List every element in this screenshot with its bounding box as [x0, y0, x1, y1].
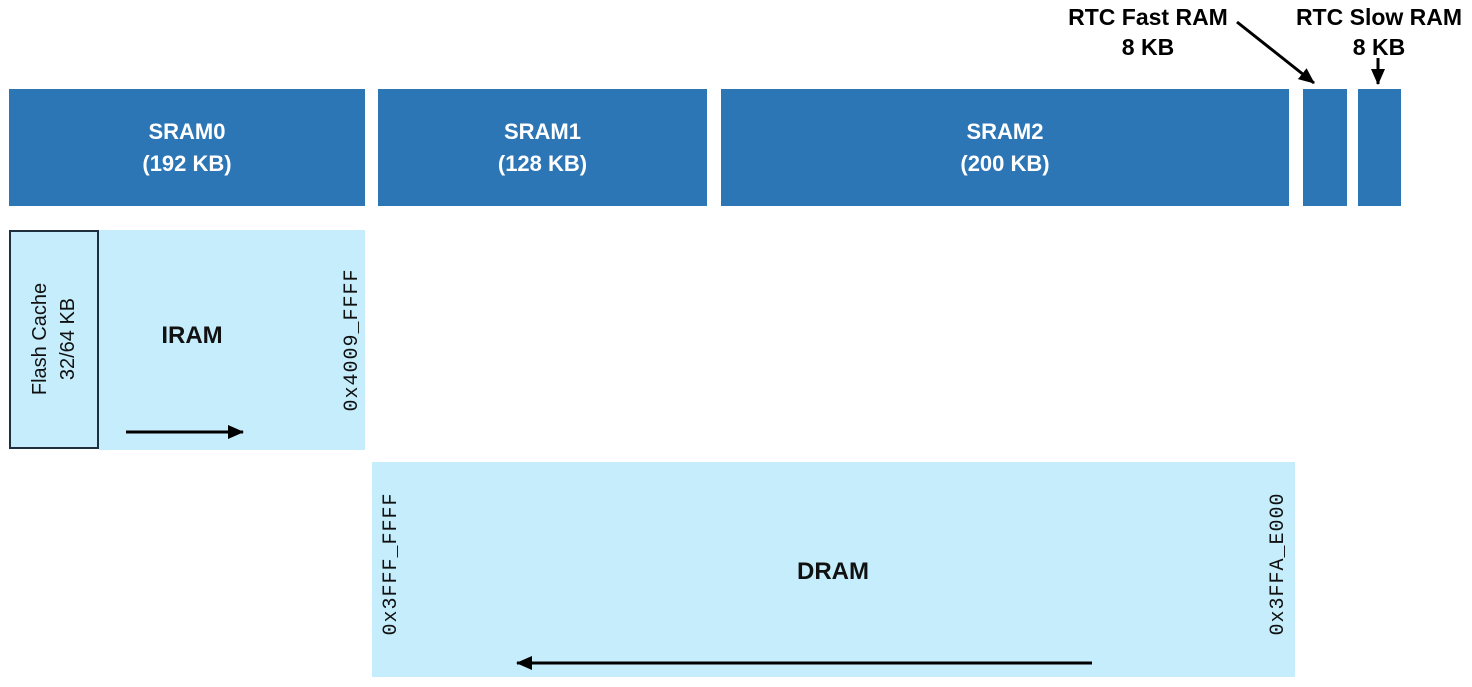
flash-cache-name: Flash Cache	[29, 282, 51, 396]
rtc-fast-ram-block	[1303, 89, 1347, 206]
iram-high-address: 0x4009_FFFF	[341, 268, 364, 412]
sram2-label: SRAM2	[966, 118, 1044, 144]
rtc-slow-ram-label: RTC Slow RAM	[1295, 4, 1463, 30]
sram1-size: (128 KB)	[497, 150, 588, 176]
sram1-block: SRAM1 (128 KB)	[378, 89, 707, 206]
dram-low-address: 0x3FFA_E000	[1267, 492, 1290, 636]
dram-high-address: 0x3FFF_FFFF	[380, 492, 403, 636]
rtc-slow-ram-size: 8 KB	[1352, 34, 1406, 60]
iram-block	[99, 230, 365, 450]
flash-cache-label: Flash Cache 32/64 KB	[26, 230, 82, 448]
rtc-slow-ram-block	[1358, 89, 1401, 206]
sram0-size: (192 KB)	[142, 150, 232, 176]
rtc-fast-ram-note: RTC Fast RAM 8 KB	[1050, 2, 1246, 62]
sram2-size: (200 KB)	[960, 150, 1050, 176]
sram1-label: SRAM1	[503, 118, 581, 144]
sram0-block: SRAM0 (192 KB)	[9, 89, 365, 206]
dram-label: DRAM	[797, 558, 869, 585]
flash-cache-size: 32/64 KB	[57, 297, 79, 381]
rtc-fast-ram-label: RTC Fast RAM	[1068, 4, 1228, 30]
iram-label: IRAM	[161, 322, 223, 349]
flash-cache-block	[9, 230, 99, 449]
rtc-fast-ram-size: 8 KB	[1121, 34, 1175, 60]
sram0-label: SRAM0	[148, 118, 226, 144]
rtc-slow-ram-note: RTC Slow RAM 8 KB	[1281, 2, 1472, 62]
sram2-block: SRAM2 (200 KB)	[721, 89, 1289, 206]
dram-block	[372, 462, 1295, 677]
